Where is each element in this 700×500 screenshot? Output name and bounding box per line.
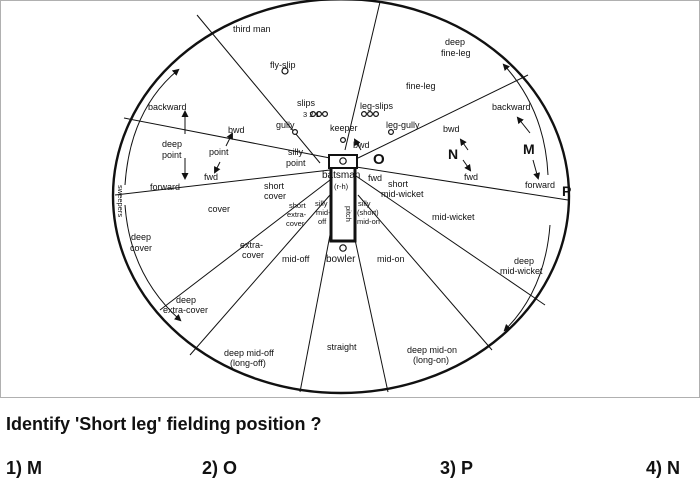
label-slip-numbers: 3 2 1: [303, 110, 320, 119]
label-fly-slip: fly-slip: [270, 60, 296, 70]
label-bwd-right: bwd: [443, 124, 460, 134]
label-deep-mid-on-1: deep mid-on: [407, 345, 457, 355]
leg-slip-2-circle: [367, 110, 374, 117]
option-1[interactable]: 1) M: [6, 458, 42, 478]
label-silly-mid-off-2: mid-: [316, 208, 331, 217]
label-forward-right: forward: [525, 180, 555, 190]
label-deep-mid-off-2: (long-off): [230, 358, 266, 368]
label-fwd-left: fwd: [204, 172, 218, 182]
label-gully: gully: [276, 120, 295, 130]
label-extra-cover-2: cover: [242, 250, 264, 260]
option-2[interactable]: 2) O: [202, 458, 238, 478]
label-short-cover-1: short: [264, 181, 285, 191]
leg-gully-circle: [388, 129, 395, 136]
leg-slip-3-circle: [373, 110, 380, 117]
label-cover: cover: [208, 204, 230, 214]
label-mid-off: mid-off: [282, 254, 310, 264]
option-4[interactable]: 4) N: [646, 458, 681, 478]
label-deep-mid-wicket-2: mid-wicket: [500, 266, 543, 276]
gully-circle: [292, 129, 299, 136]
label-leg-gully: leg-gully: [386, 120, 420, 130]
label-silly-point-2: point: [286, 158, 306, 168]
label-leg-slips: leg-slips: [360, 101, 394, 111]
marker-m: M: [523, 141, 535, 157]
slip-1-circle: [322, 110, 329, 117]
label-silly-mid-off-3: off: [318, 217, 327, 226]
label-short-extra-cover-2: extra-: [287, 210, 307, 219]
label-silly-point-1: silly: [288, 147, 303, 157]
label-straight: straight: [327, 342, 357, 352]
label-point: point: [209, 147, 229, 157]
label-pitch: pitch: [344, 206, 353, 222]
keeper-circle: [340, 137, 347, 144]
label-batsman: batsman: [322, 170, 360, 181]
label-third-man: third man: [233, 24, 271, 34]
option-3[interactable]: 3) P: [440, 458, 474, 478]
label-sweepers: sweepers: [116, 185, 125, 217]
question-text: Identify 'Short leg' fielding position ?: [6, 414, 322, 434]
label-deep-point-1: deep: [162, 139, 182, 149]
slip-3-circle: [310, 110, 317, 117]
label-slips: slips: [297, 98, 316, 108]
label-keeper: keeper: [330, 123, 358, 133]
label-mid-on: mid-on: [377, 254, 405, 264]
bowler-circle: [339, 244, 347, 252]
marker-n: N: [448, 146, 458, 162]
label-short-mid-wicket-2: mid-wicket: [381, 189, 424, 199]
label-backward-right: backward: [492, 102, 531, 112]
marker-p: P: [562, 183, 571, 199]
label-forward-left: forward: [150, 182, 180, 192]
label-deep-extra-cover-2: extra-cover: [163, 305, 208, 315]
fielder-circles: [281, 67, 395, 252]
label-short-mid-wicket-1: short: [388, 179, 409, 189]
label-bwd-center: bwd: [353, 140, 370, 150]
leg-slip-1-circle: [361, 110, 368, 117]
label-fwd-center: fwd: [368, 173, 382, 183]
label-deep-cover-1: deep: [131, 232, 151, 242]
label-silly-short-mid-on-2: (short): [357, 208, 379, 217]
label-short-extra-cover-1: short: [289, 201, 307, 210]
batsman-circle: [339, 157, 347, 165]
field-boundary: [111, 0, 571, 395]
label-rh: (r-h): [334, 182, 349, 191]
label-silly-mid-off-1: silly: [315, 199, 328, 208]
label-fwd-right: fwd: [464, 172, 478, 182]
field-division-lines: [114, 1, 569, 393]
label-short-cover-2: cover: [264, 191, 286, 201]
label-deep-mid-wicket-1: deep: [514, 256, 534, 266]
direction-arrows: [124, 63, 551, 332]
label-deep-cover-2: cover: [130, 243, 152, 253]
label-deep-mid-off-1: deep mid-off: [224, 348, 274, 358]
label-bwd-left: bwd: [228, 125, 245, 135]
label-deep-extra-cover-1: deep: [176, 295, 196, 305]
label-mid-wicket: mid-wicket: [432, 212, 475, 222]
label-backward-left: backward: [148, 102, 187, 112]
label-deep-mid-on-2: (long-on): [413, 355, 449, 365]
label-deep-point-2: point: [162, 150, 182, 160]
fly-slip-circle: [281, 67, 289, 75]
label-extra-cover-1: extra-: [240, 240, 263, 250]
label-silly-short-mid-on-1: silly: [358, 199, 371, 208]
label-deep-fine-leg-2: fine-leg: [441, 48, 471, 58]
label-short-extra-cover-3: cover: [286, 219, 305, 228]
label-deep-fine-leg-1: deep: [445, 37, 465, 47]
slip-2-circle: [316, 110, 323, 117]
label-fine-leg: fine-leg: [406, 81, 436, 91]
label-silly-short-mid-on-3: mid-on: [357, 217, 380, 226]
label-bowler: bowler: [326, 254, 356, 265]
cricket-field-diagram: third man deep fine-leg fly-slip fine-le…: [111, 0, 571, 395]
marker-o: O: [373, 151, 385, 168]
